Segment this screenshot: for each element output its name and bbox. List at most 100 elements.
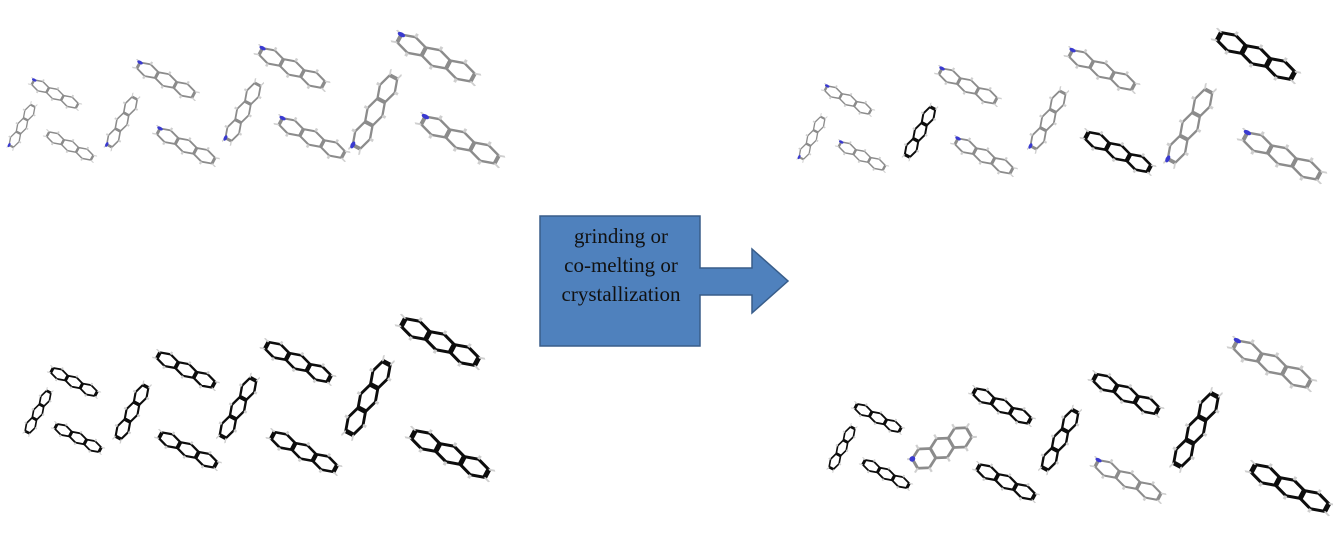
hydrogen-bond xyxy=(356,391,362,396)
hydrogen-bond xyxy=(935,105,939,111)
hydrogen-bond xyxy=(404,52,409,57)
hydrogen-bond xyxy=(27,83,32,86)
hydrogen-bond xyxy=(982,477,986,482)
hydrogen-bond xyxy=(306,85,311,90)
hydrogen-bond xyxy=(49,400,52,403)
hydrogen-bond xyxy=(30,101,32,105)
hydrogen-bond xyxy=(1065,89,1070,95)
ring-bond xyxy=(132,383,150,407)
hydrogen-bond xyxy=(243,410,248,414)
hydrogen-bond xyxy=(132,389,137,393)
hydrogen-bond xyxy=(469,81,477,87)
ring-bond xyxy=(882,418,903,434)
nitrogen-atom xyxy=(955,136,961,141)
hydrogen-bond xyxy=(975,460,981,465)
hydrogen-bond xyxy=(94,438,98,442)
molecule xyxy=(404,425,496,483)
hydrogen-bond xyxy=(390,40,398,44)
hydrogen-bond xyxy=(41,413,45,416)
molecule xyxy=(933,64,1003,108)
molecule xyxy=(1089,456,1167,504)
hydrogen-bond xyxy=(50,98,54,102)
hydrogen-bond xyxy=(216,460,223,464)
hydrogen-bond xyxy=(122,101,126,105)
hydrogen-bond xyxy=(1209,105,1214,110)
hydrogen-bond xyxy=(488,468,496,472)
hydrogen-bond xyxy=(1268,463,1273,468)
hydrogen-bond xyxy=(1323,511,1331,517)
ring-bond xyxy=(299,69,327,90)
hydrogen-bond xyxy=(300,351,305,356)
hydrogen-bond xyxy=(160,85,164,89)
molecule xyxy=(103,92,141,152)
hydrogen-bond xyxy=(826,466,830,471)
hydrogen-bond xyxy=(38,394,42,397)
hydrogen-bond xyxy=(394,91,399,96)
hydrogen-bond xyxy=(198,385,203,389)
molecule xyxy=(112,380,152,444)
hydrogen-bond xyxy=(828,457,831,460)
hydrogen-bond xyxy=(112,435,116,441)
hydrogen-bond xyxy=(1244,470,1252,474)
hydrogen-bond xyxy=(418,317,423,322)
hydrogen-bond xyxy=(980,101,985,105)
ring-bond xyxy=(22,103,36,122)
hydrogen-bond xyxy=(1307,508,1312,513)
hydrogen-bond xyxy=(180,375,184,379)
hydrogen-bond xyxy=(90,382,94,386)
hydrogen-bond xyxy=(25,127,29,130)
hydrogen-bond xyxy=(928,467,933,473)
hydrogen-bond xyxy=(1196,128,1202,133)
hydrogen-bond xyxy=(1031,499,1037,504)
molecule xyxy=(390,29,482,87)
hydrogen-bond xyxy=(902,474,906,478)
hydrogen-bond xyxy=(265,62,269,68)
process-label-line-1: grinding or xyxy=(574,224,668,248)
hydrogen-bond xyxy=(1130,469,1135,474)
hydrogen-bond xyxy=(131,92,134,98)
hydrogen-bond xyxy=(324,80,331,84)
molecule xyxy=(46,365,102,399)
hydrogen-bond xyxy=(211,163,217,168)
hydrogen-bond xyxy=(798,147,801,150)
hydrogen-bond xyxy=(394,324,402,328)
ring-bond xyxy=(74,146,95,161)
hydrogen-bond xyxy=(1315,179,1323,185)
hydrogen-bond xyxy=(1154,413,1161,418)
ring-bond xyxy=(38,389,52,408)
hydrogen-bond xyxy=(53,421,58,425)
hydrogen-bond xyxy=(1083,48,1088,53)
hydrogen-bond xyxy=(171,431,176,435)
molecule xyxy=(1226,335,1318,393)
hydrogen-bond xyxy=(1132,169,1137,174)
hydrogen-bond xyxy=(1299,176,1304,181)
hydrogen-bond xyxy=(126,123,130,127)
hydrogen-bond xyxy=(35,90,39,94)
ring-bond xyxy=(946,426,974,449)
nitrogen-atom xyxy=(157,126,163,131)
hydrogen-bond xyxy=(842,152,846,156)
hydrogen-bond xyxy=(1211,87,1217,95)
molecule xyxy=(1037,404,1083,476)
hydrogen-bond xyxy=(34,103,38,108)
hydrogen-bond xyxy=(326,381,333,386)
hydrogen-bond xyxy=(213,467,219,472)
molecule xyxy=(6,101,38,151)
hydrogen-bond xyxy=(1309,157,1314,162)
hydrogen-bond xyxy=(341,429,347,437)
hydrogen-bond xyxy=(369,367,374,373)
hydrogen-bond xyxy=(414,33,419,38)
hydrogen-bond xyxy=(369,137,374,143)
hydrogen-bond xyxy=(442,330,448,335)
hydrogen-bond xyxy=(933,117,937,121)
hydrogen-bond xyxy=(467,474,472,479)
hydrogen-bond xyxy=(878,156,882,160)
hydrogen-bond xyxy=(363,105,369,110)
hydrogen-bond xyxy=(61,367,64,370)
hydrogen-bond xyxy=(190,441,194,445)
hydrogen-bond xyxy=(1040,453,1045,457)
hydrogen-bond xyxy=(873,422,877,426)
hydrogen-bond xyxy=(131,66,138,70)
hydrogen-bond xyxy=(933,433,938,440)
hydrogen-bond xyxy=(970,77,974,81)
